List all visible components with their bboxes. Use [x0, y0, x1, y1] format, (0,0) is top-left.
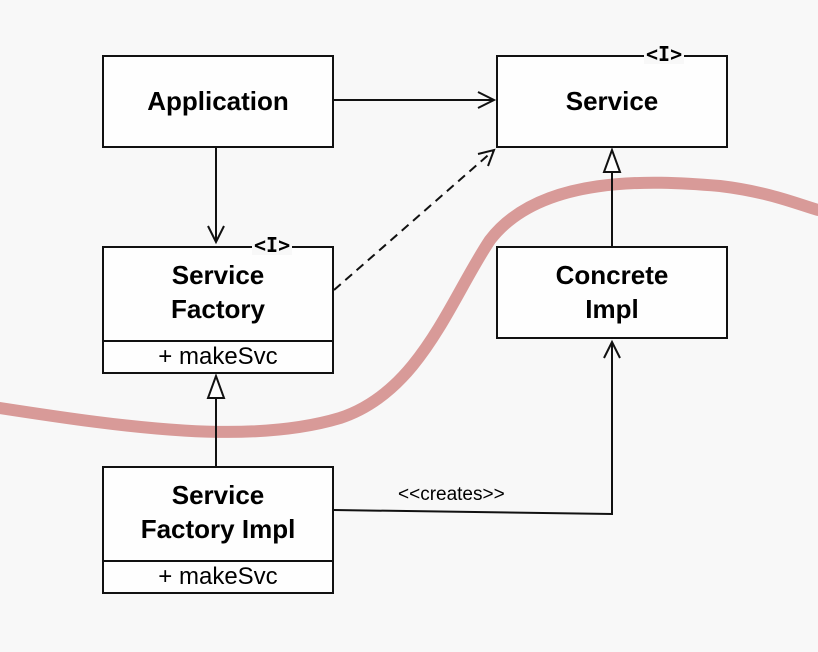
service-box: Service — [496, 55, 728, 148]
service-factory-impl-title: Service Factory Impl — [140, 480, 296, 544]
edge-concrete-impl-realizes-service — [602, 147, 622, 246]
service-interface-stereotype: <I> — [644, 42, 685, 66]
edge-factory-impl-creates-concrete — [333, 339, 621, 516]
application-box: Application — [102, 55, 334, 148]
edge-application-to-service — [334, 91, 497, 109]
application-title: Application — [147, 86, 289, 116]
service-factory-method: + makeSvc — [104, 340, 332, 372]
service-factory-title: Service Factory — [171, 260, 265, 324]
edge-service-factory-to-service — [333, 148, 496, 291]
service-factory-impl-box: Service Factory Impl + makeSvc — [102, 466, 334, 594]
service-factory-interface-stereotype: <I> — [252, 233, 293, 257]
creates-label: <<creates>> — [398, 484, 505, 505]
service-factory-box: Service Factory + makeSvc — [102, 246, 334, 374]
service-factory-impl-method: + makeSvc — [104, 560, 332, 592]
service-title: Service — [565, 86, 659, 116]
boundary-curve — [0, 176, 818, 438]
edge-factory-impl-realizes-factory — [206, 373, 226, 466]
concrete-impl-title: Concrete Impl — [555, 260, 669, 324]
edge-application-to-service-factory — [207, 148, 225, 245]
concrete-impl-box: Concrete Impl — [496, 246, 728, 339]
